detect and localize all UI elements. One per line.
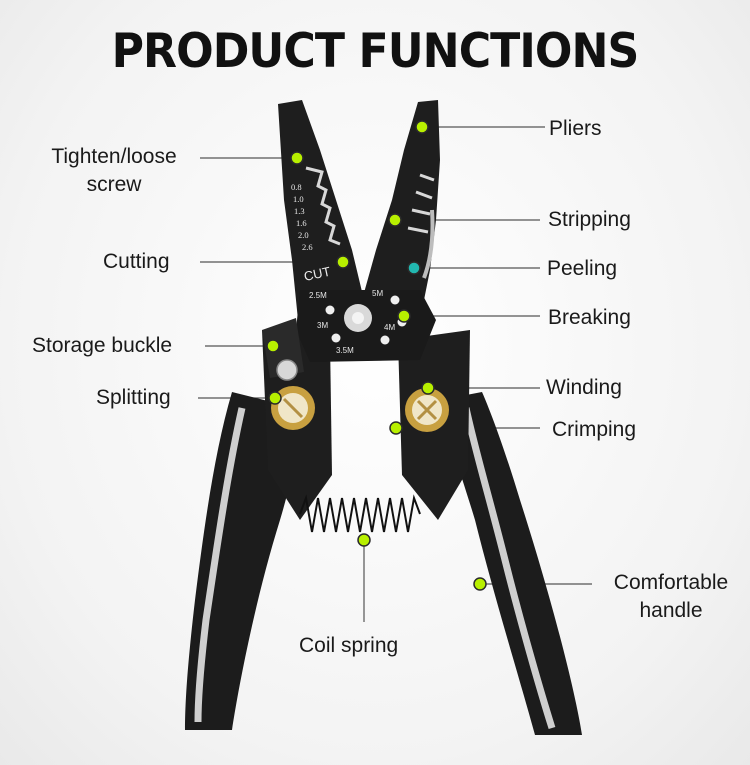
- label-line: Tighten/loose: [51, 145, 177, 168]
- gauge-markings: 0.8 1.0 1.3 1.6 2.0 2.6: [291, 182, 313, 252]
- coil-spring: [299, 494, 421, 533]
- label-splitting: Splitting: [96, 386, 171, 409]
- bolt-mark: 3M: [317, 321, 328, 330]
- storage-buckle: [262, 318, 304, 381]
- bolt-mark: 5M: [372, 289, 383, 298]
- label-cutting: Cutting: [103, 250, 170, 273]
- brass-screw-left: [271, 386, 315, 430]
- winding-dot: [421, 381, 435, 395]
- bolt-markings: 2.5M 3M 3.5M 4M 5M: [309, 289, 395, 355]
- spring-dot: [357, 533, 371, 547]
- bolt-mark: 4M: [384, 323, 395, 332]
- cut-marking: CUT: [303, 264, 332, 284]
- stripping-dot: [388, 213, 402, 227]
- gauge-mark: 1.3: [294, 206, 305, 216]
- label-winding: Winding: [546, 376, 622, 399]
- page-title: PRODUCT FUNCTIONS: [111, 24, 640, 79]
- label-pliers: Pliers: [549, 117, 602, 140]
- label-stripping: Stripping: [548, 208, 631, 231]
- gauge-mark: 1.6: [296, 218, 307, 228]
- label-line: screw: [86, 173, 142, 196]
- brass-screw-right: [405, 388, 449, 432]
- gauge-mark: 2.0: [298, 230, 309, 240]
- handle-dot: [473, 577, 487, 591]
- tighten-dot: [290, 151, 304, 165]
- label-peeling: Peeling: [547, 257, 618, 280]
- breaking-dot: [397, 309, 411, 323]
- bolt-mark: 2.5M: [309, 291, 327, 300]
- label-line: Comfortable: [613, 571, 729, 594]
- label-coil-spring: Coil spring: [299, 634, 399, 657]
- label-tighten-loose-screw: Tighten/loose screw: [34, 143, 194, 199]
- gauge-mark: 2.6: [302, 242, 313, 252]
- callout-dots: [266, 120, 487, 591]
- label-crimping: Crimping: [552, 418, 637, 441]
- right-handle: [440, 392, 582, 735]
- pliers-dot: [415, 120, 429, 134]
- gauge-mark: 0.8: [291, 182, 302, 192]
- gauge-mark: 1.0: [293, 194, 304, 204]
- crimping-dot: [389, 421, 403, 435]
- cutting-dot: [336, 255, 350, 269]
- splitting-dot: [268, 391, 282, 405]
- bolt-mark: 3.5M: [336, 346, 354, 355]
- label-breaking: Breaking: [548, 306, 631, 329]
- peeling-dot: [407, 261, 421, 275]
- label-storage-buckle: Storage buckle: [32, 334, 173, 357]
- label-line: handle: [639, 599, 703, 622]
- storage-dot: [266, 339, 280, 353]
- label-comfortable-handle: Comfortable handle: [597, 569, 745, 625]
